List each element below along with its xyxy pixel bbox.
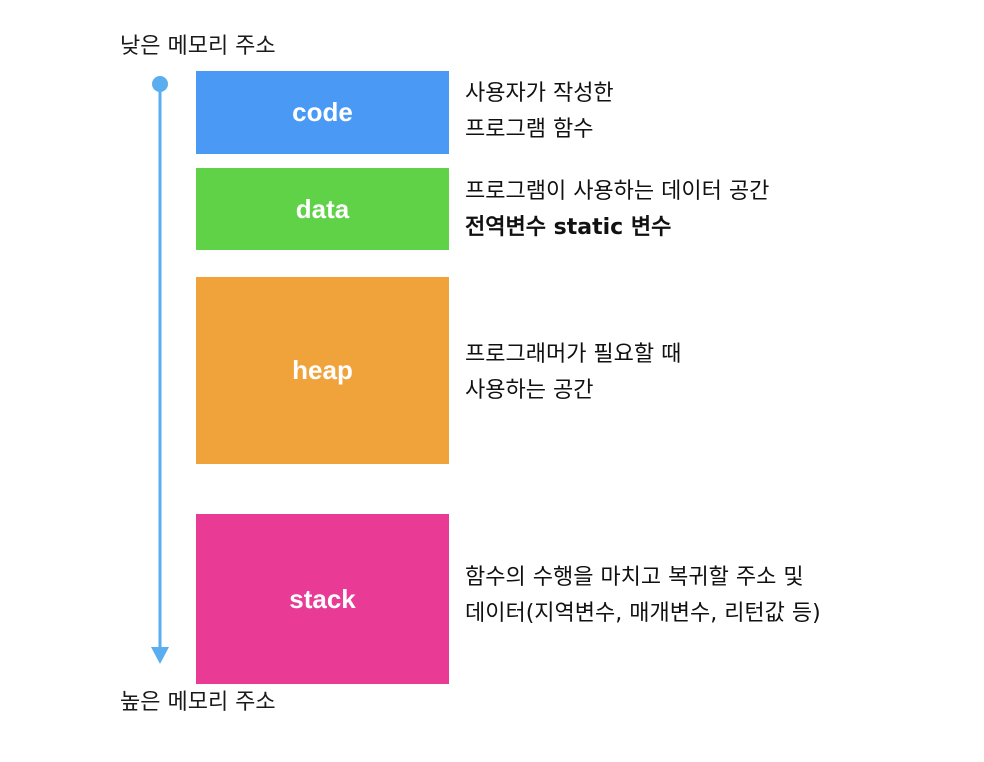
arrow-head-icon <box>151 647 169 664</box>
heap-segment: heap <box>196 277 449 464</box>
heap-description-line: 사용하는 공간 <box>465 378 594 403</box>
high-address-label: 높은 메모리 주소 <box>120 690 276 715</box>
heap-description-line: 프로그래머가 필요할 때 <box>465 342 682 367</box>
heap-description: 프로그래머가 필요할 때 사용하는 공간 <box>465 337 681 409</box>
code-segment: code <box>196 71 449 154</box>
code-segment-label: code <box>292 97 353 127</box>
stack-segment: stack <box>196 514 449 684</box>
stack-description: 함수의 수행을 마치고 복귀할 주소 및 데이터(지역변수, 매개변수, 리턴값… <box>465 560 821 632</box>
code-description: 사용자가 작성한 프로그램 함수 <box>465 76 614 148</box>
data-description: 프로그램이 사용하는 데이터 공간 전역변수 static 변수 <box>465 174 769 246</box>
low-address-label: 낮은 메모리 주소 <box>120 34 276 59</box>
code-description-line: 사용자가 작성한 <box>465 81 614 106</box>
stack-description-line: 데이터(지역변수, 매개변수, 리턴값 등) <box>465 601 821 626</box>
data-description-line: 프로그램이 사용하는 데이터 공간 <box>465 179 770 204</box>
stack-description-line: 함수의 수행을 마치고 복귀할 주소 및 <box>465 565 804 590</box>
stack-segment-label: stack <box>289 583 356 614</box>
data-segment-label: data <box>295 193 350 224</box>
code-description-line: 프로그램 함수 <box>465 117 594 142</box>
heap-segment-label: heap <box>292 355 353 385</box>
data-description-line: 전역변수 static 변수 <box>465 215 672 240</box>
data-segment: data <box>196 168 449 250</box>
